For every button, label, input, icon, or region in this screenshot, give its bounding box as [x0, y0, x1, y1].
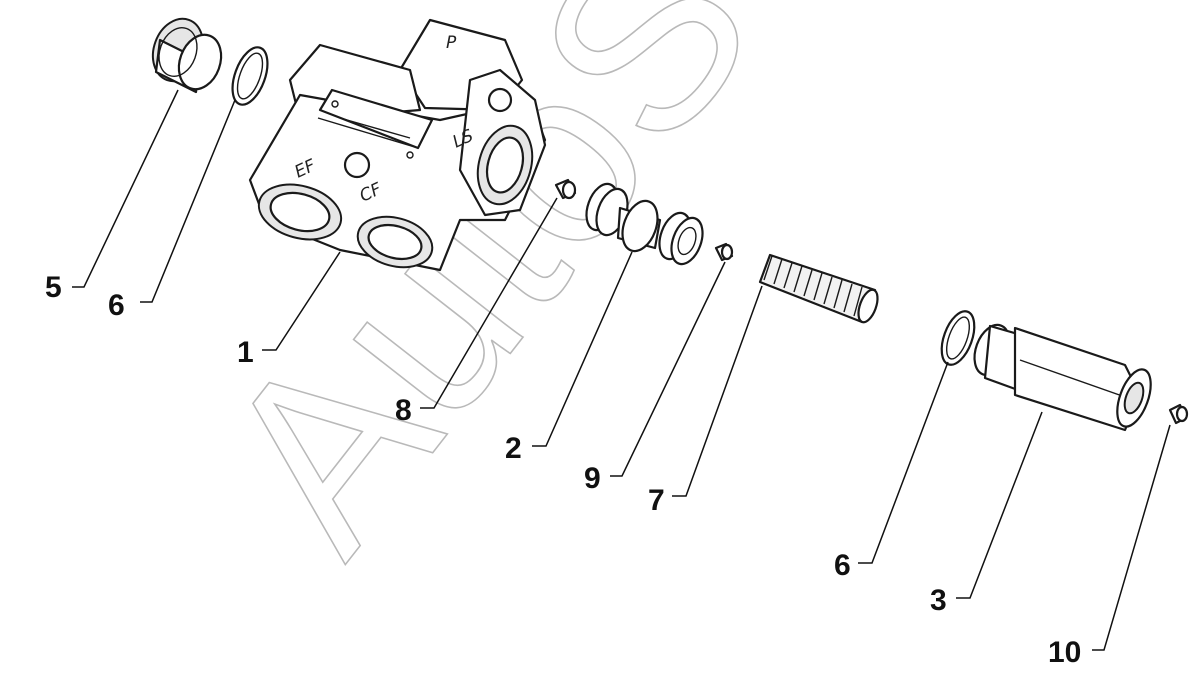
callout-7: 7 — [648, 484, 665, 517]
callout-9: 9 — [584, 462, 601, 495]
bushing-part-8 — [554, 178, 577, 200]
spool-part-2 — [585, 182, 704, 266]
pin-part-9 — [714, 242, 734, 262]
callout-6-upper: 6 — [108, 289, 125, 322]
callout-8: 8 — [395, 394, 412, 427]
callout-2: 2 — [505, 432, 522, 465]
o-ring-part-6-upper — [231, 46, 269, 106]
o-ring-part-6-lower — [940, 310, 976, 366]
screw-part-10 — [1168, 403, 1189, 425]
valve-body-part-1 — [248, 18, 547, 272]
callout-3: 3 — [930, 584, 947, 617]
callout-5: 5 — [45, 271, 62, 304]
callout-1: 1 — [237, 336, 254, 369]
plug-part-5 — [151, 17, 223, 94]
cap-part-3 — [973, 323, 1152, 432]
port-label-p: P — [446, 33, 457, 53]
leader-lines — [72, 89, 1171, 651]
spring-part-7 — [758, 253, 879, 324]
callout-10: 10 — [1048, 636, 1081, 669]
callout-6-lower: 6 — [834, 549, 851, 582]
